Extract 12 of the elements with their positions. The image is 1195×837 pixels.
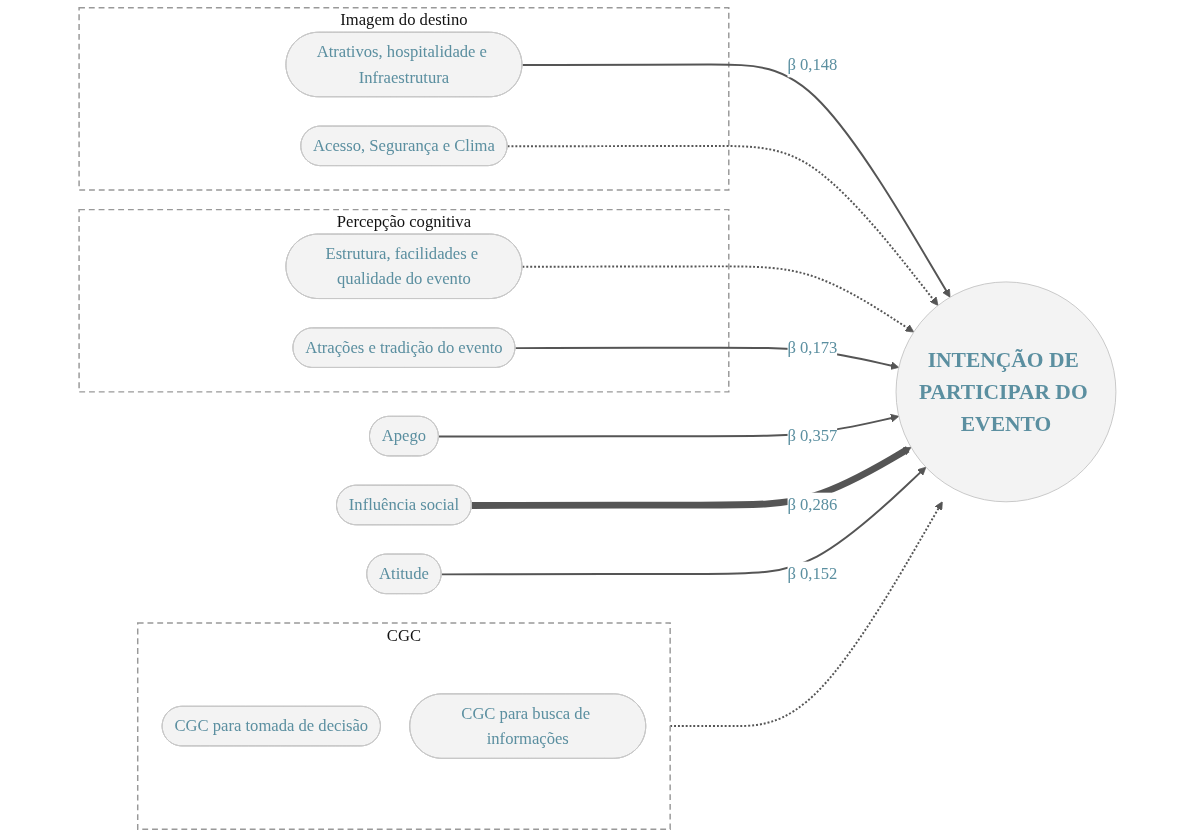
- arrow: [437, 413, 900, 438]
- edge-label: β 0,286: [787, 495, 838, 515]
- edge-label: β 0,152: [787, 564, 838, 583]
- edge-label: β 0,148: [787, 54, 838, 74]
- edge-label: β 0,357: [787, 426, 838, 446]
- arrow: [440, 466, 927, 576]
- arrow: [521, 265, 915, 333]
- arrow: [471, 446, 912, 509]
- edge-label: β 0,173: [787, 338, 838, 357]
- arrow: [506, 144, 939, 306]
- node-circle: INTENÇÃO DE PARTICIPAR DO EVENTO: [895, 281, 1117, 503]
- arrow: [521, 63, 951, 298]
